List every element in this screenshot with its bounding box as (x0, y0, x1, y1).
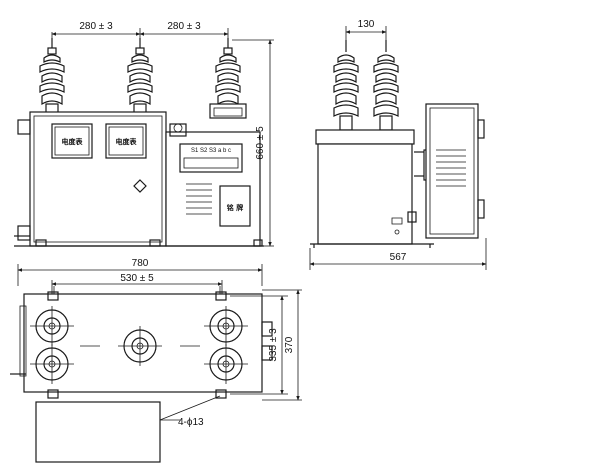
plan-meter-box (35, 401, 161, 463)
dim-overall-depth: 370 (262, 289, 302, 401)
bushing-left (39, 38, 65, 115)
nameplate-label: 铭 牌 (227, 203, 243, 212)
nameplate (219, 185, 251, 227)
dim-bushing-spacing-right: 280 ± 3 (139, 21, 229, 40)
plan-bushing-tl (30, 306, 74, 346)
mounting-hole-br (215, 389, 227, 399)
dim-bushing-spacing-left: 280 ± 3 (51, 21, 141, 38)
dim-label-530: 530 ± 5 (120, 273, 154, 284)
dim-height: 660 ± 5 (232, 39, 274, 247)
side-view: 130 (309, 19, 487, 270)
meter-box: 电度表 电度表 (14, 111, 167, 247)
dim-label-280-left: 280 ± 3 (79, 21, 113, 32)
mounting-hole-bl (47, 389, 59, 399)
mounting-hole-tr (215, 291, 227, 301)
side-meter-box (425, 103, 485, 239)
side-bushing-right (373, 40, 399, 131)
side-bushing-left (333, 40, 359, 131)
meter-label-1: 电度表 (62, 137, 84, 146)
plan-bushing-center (118, 326, 162, 366)
dim-label-780: 780 (132, 258, 149, 269)
dim-label-370: 370 (284, 336, 295, 353)
cooling-fins-front (186, 183, 212, 215)
plan-view: 780 530 ± 5 (10, 258, 302, 463)
plan-bushing-tr (204, 306, 248, 346)
plan-bushing-bl (30, 344, 74, 384)
dim-label-280-right: 280 ± 3 (167, 21, 201, 32)
side-tank (310, 129, 434, 248)
door-lock-icon (133, 179, 147, 193)
plan-bushing-br (204, 344, 248, 384)
meter-label-2: 电度表 (116, 137, 138, 146)
dim-bushing-spacing-side: 130 (345, 19, 387, 42)
dim-label-567: 567 (390, 252, 407, 263)
bushing-center (127, 38, 153, 115)
dim-depth: 567 (309, 238, 487, 270)
cooling-fins-side (436, 149, 466, 187)
terminal-label: S1 S2 S3 a b c (191, 148, 231, 154)
dim-mount-depth: 335 ± 3 (230, 295, 288, 395)
transformer-tank: S1 S2 S3 a b c 铭 牌 (165, 123, 263, 247)
dim-overall-length: 780 (17, 258, 263, 286)
mounting-hole-tl (47, 291, 59, 301)
ground-symbol-icon (391, 217, 403, 225)
dim-label-335: 335 ± 3 (268, 328, 279, 362)
front-view: 280 ± 3 280 ± 3 (14, 21, 274, 247)
bushing-right (209, 38, 247, 119)
dim-label-660: 660 ± 5 (255, 126, 266, 160)
hole-callout: 4-ϕ13 (178, 417, 204, 428)
dim-label-130: 130 (358, 19, 375, 30)
